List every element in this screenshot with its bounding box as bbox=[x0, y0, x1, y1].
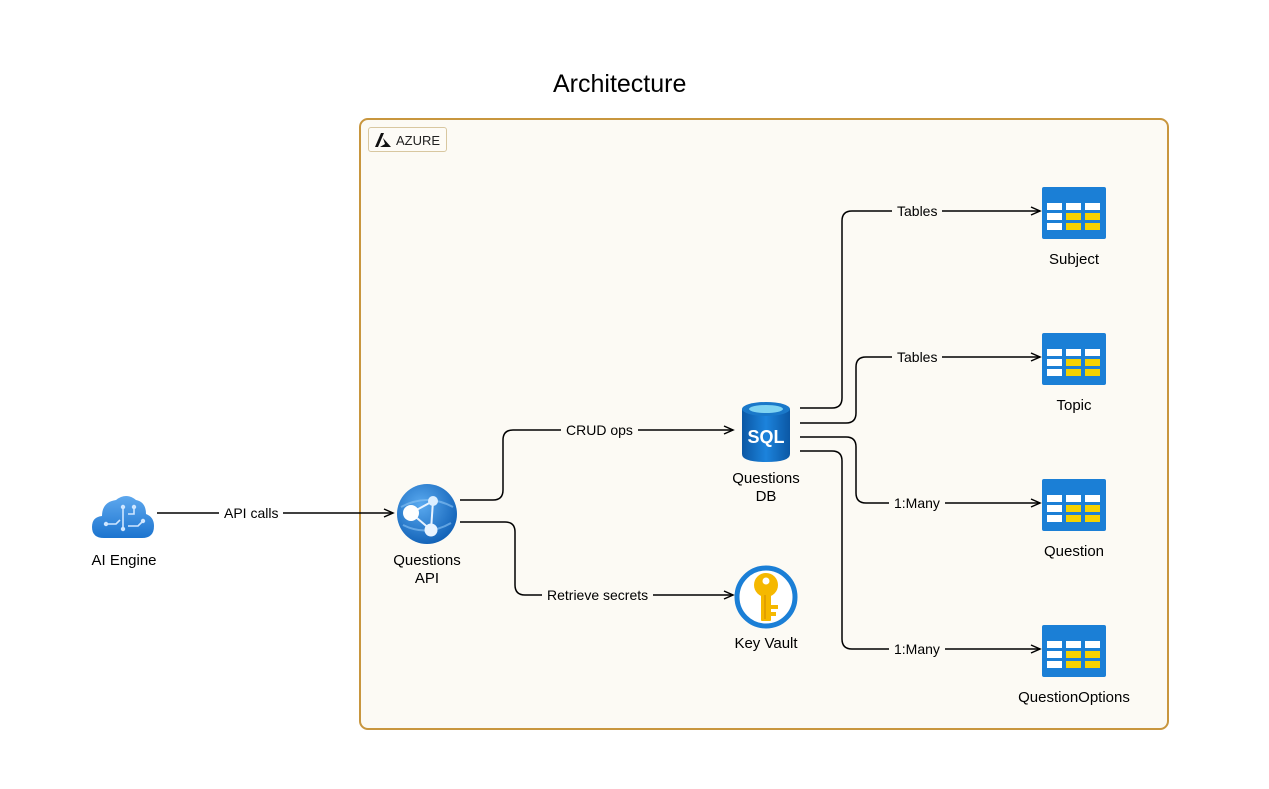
node-label-question-options: QuestionOptions bbox=[1018, 689, 1130, 706]
edge-crud-ops bbox=[460, 425, 735, 501]
node-label-subject: Subject bbox=[1048, 251, 1100, 268]
table-icon bbox=[1042, 625, 1106, 677]
azure-logo-icon bbox=[375, 133, 391, 147]
table-icon bbox=[1042, 187, 1106, 239]
edge-tables-subject bbox=[800, 206, 1042, 409]
sql-database-icon: SQL bbox=[742, 402, 790, 462]
key-vault-icon bbox=[734, 565, 798, 629]
edge-retrieve-secrets bbox=[460, 521, 735, 600]
edge-label-api-calls: API calls bbox=[219, 505, 284, 521]
node-label-question: Question bbox=[1043, 543, 1105, 560]
edge-one-many-question bbox=[800, 436, 1042, 508]
node-label-topic: Topic bbox=[1056, 397, 1092, 414]
node-label-questions-api: Questions API bbox=[393, 552, 461, 588]
edge-label-one-many-question: 1:Many bbox=[889, 495, 945, 511]
node-label-questions-db: Questions DB bbox=[732, 470, 800, 506]
edge-label-one-many-options: 1:Many bbox=[889, 641, 945, 657]
cloud-circuit-icon bbox=[92, 496, 154, 538]
azure-group-tag: AZURE bbox=[368, 127, 447, 152]
node-label-questions-api-line1: Questions bbox=[393, 552, 461, 569]
node-label-questions-api-line2: API bbox=[414, 570, 440, 587]
table-icon bbox=[1042, 333, 1106, 385]
node-label-key-vault: Key Vault bbox=[734, 635, 798, 652]
edge-label-retrieve-secrets: Retrieve secrets bbox=[542, 587, 654, 603]
edge-label-tables-topic: Tables bbox=[892, 349, 943, 365]
svg-text:SQL: SQL bbox=[747, 427, 784, 447]
node-label-questions-db-line2: DB bbox=[755, 488, 777, 505]
diagram-title: Architecture bbox=[553, 70, 687, 98]
edge-label-tables-subject: Tables bbox=[892, 203, 943, 219]
edge-label-crud-ops: CRUD ops bbox=[561, 422, 638, 438]
azure-group-label: AZURE bbox=[396, 133, 441, 148]
table-icon bbox=[1042, 479, 1106, 531]
app-service-icon bbox=[397, 484, 457, 544]
node-label-questions-db-line1: Questions bbox=[732, 470, 800, 487]
node-label-ai-engine: AI Engine bbox=[91, 552, 157, 569]
edge-one-many-options bbox=[800, 450, 1042, 654]
edge-tables-topic bbox=[800, 352, 1042, 424]
